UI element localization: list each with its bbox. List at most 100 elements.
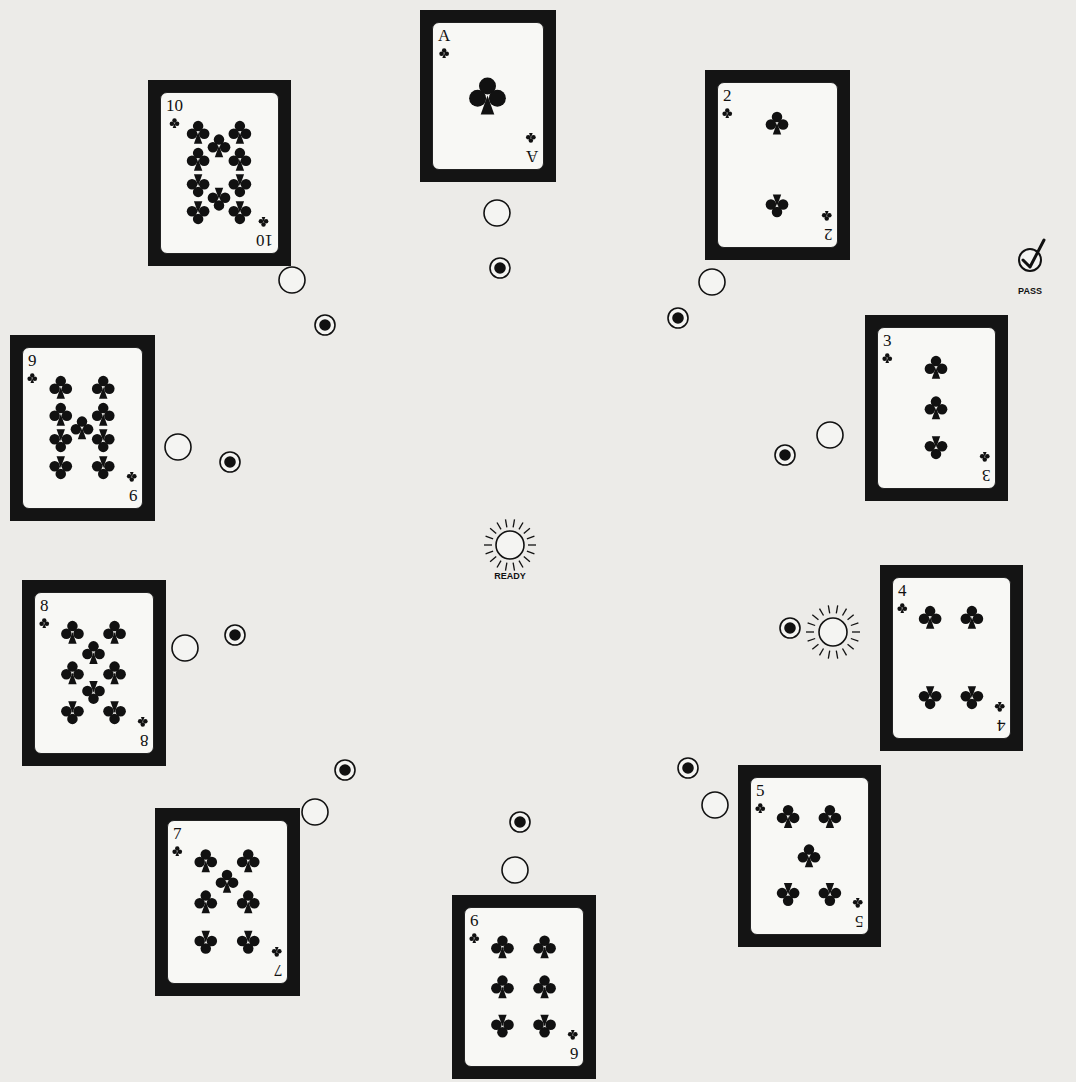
target-lamp: [817, 422, 843, 448]
ray: [527, 536, 535, 539]
card-index: 4: [997, 717, 1006, 734]
club-pip: [533, 1015, 556, 1038]
club-pip: [819, 883, 842, 906]
club-pip: [995, 702, 1005, 712]
club-pip: [766, 194, 789, 217]
club-pip: [187, 174, 210, 197]
card-index: 5: [855, 913, 864, 930]
playing-card: AA: [420, 10, 556, 182]
club-pip: [755, 803, 765, 813]
club-pip: [853, 898, 863, 908]
pip-layer: [893, 578, 1009, 737]
club-pip: [82, 681, 105, 704]
club-pip: [39, 618, 49, 628]
club-pip: [194, 890, 217, 913]
club-pip: [533, 935, 556, 958]
club-pip: [208, 134, 231, 157]
club-pip: [187, 201, 210, 224]
card-index: 10: [256, 232, 273, 249]
playing-card: 10 10: [148, 80, 291, 266]
card-face: 33: [877, 327, 996, 489]
club-pip: [229, 148, 252, 171]
club-pip: [82, 641, 105, 664]
club-pip: [925, 356, 948, 379]
club-pip: [925, 436, 948, 459]
ready-lamp: [496, 531, 524, 559]
club-pip: [187, 121, 210, 144]
playing-card: 22: [705, 70, 850, 260]
card-index: 3: [883, 332, 892, 349]
card-index: 10: [166, 97, 183, 114]
playing-card: 99: [10, 335, 155, 521]
club-pip: [92, 429, 115, 452]
ready-label: READY: [494, 572, 526, 581]
card-face: 99: [22, 347, 143, 509]
pip-layer: [35, 593, 152, 752]
club-pip: [170, 118, 180, 128]
pip-layer: [161, 93, 277, 252]
playing-card: 88: [22, 580, 166, 766]
ray: [848, 615, 854, 620]
ray: [486, 551, 494, 554]
club-pip: [491, 1015, 514, 1038]
ray: [851, 623, 859, 626]
card-index: 8: [140, 732, 149, 749]
club-pip: [61, 661, 84, 684]
card-index: 2: [723, 87, 732, 104]
club-pip: [919, 606, 942, 629]
ray: [497, 561, 501, 568]
club-pip: [777, 805, 800, 828]
push-button: [780, 618, 800, 638]
pass-label: PASS: [1018, 287, 1042, 296]
target-lamp: [302, 799, 328, 825]
card-face: 10 10: [160, 92, 279, 254]
card-index: 9: [129, 487, 138, 504]
ray: [843, 648, 847, 655]
target-lamp: [502, 857, 528, 883]
ray: [843, 609, 847, 616]
card-index: 6: [570, 1045, 579, 1062]
card-face: AA: [432, 22, 544, 170]
pip-layer: [168, 821, 286, 982]
club-pip: [127, 472, 137, 482]
club-pip: [533, 975, 556, 998]
target-lamp: [699, 269, 725, 295]
club-pip: [229, 121, 252, 144]
club-pip: [526, 133, 536, 143]
club-pip: [491, 935, 514, 958]
push-button: [225, 625, 245, 645]
club-pip: [187, 148, 210, 171]
club-pip: [92, 376, 115, 399]
ray: [808, 623, 816, 626]
ray: [524, 557, 530, 562]
ray: [490, 557, 496, 562]
pip-layer: [718, 83, 836, 246]
card-index: 8: [40, 597, 49, 614]
club-pip: [722, 108, 732, 118]
pip-layer: [23, 348, 141, 507]
card-face: 22: [717, 82, 838, 248]
target-lamp: [484, 200, 510, 226]
pip-layer: [878, 328, 994, 487]
club-pip: [49, 403, 72, 426]
card-face: 88: [34, 592, 154, 754]
target-lamp: [165, 434, 191, 460]
target-lamp: [279, 267, 305, 293]
card-index: 7: [173, 825, 182, 842]
ray: [486, 536, 494, 539]
club-pip: [103, 621, 126, 644]
club-pip: [194, 931, 217, 954]
playing-card: 33: [865, 315, 1008, 501]
club-pip: [882, 353, 892, 363]
card-index: 9: [28, 352, 37, 369]
target-lamp: [172, 635, 198, 661]
card-face: 55: [750, 777, 869, 935]
ray: [820, 609, 824, 616]
club-pip: [961, 606, 984, 629]
ray: [852, 631, 860, 632]
card-index: 7: [274, 962, 283, 979]
ray: [505, 519, 506, 527]
club-pip: [229, 201, 252, 224]
ray: [812, 644, 818, 649]
club-pip: [49, 429, 72, 452]
